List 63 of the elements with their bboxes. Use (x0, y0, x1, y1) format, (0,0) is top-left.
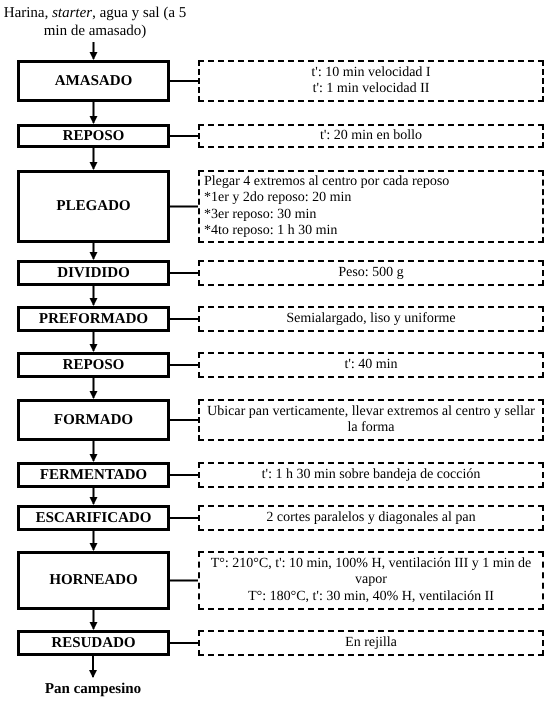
arrow (90, 332, 98, 352)
arrow (89, 656, 97, 678)
detail-box (198, 260, 544, 286)
detail-box (198, 60, 544, 102)
process-box: PLEGADO (17, 170, 170, 243)
connector-line (170, 364, 198, 366)
connector-line (170, 206, 198, 208)
detail-text: t': 20 min en bollo (320, 128, 422, 144)
detail-box (198, 551, 544, 610)
arrow (90, 286, 98, 306)
detail-text: t': 1 min velocidad II (312, 81, 430, 98)
detail-text: Peso: 500 g (338, 264, 404, 282)
arrow (90, 610, 98, 630)
connector-line (170, 419, 198, 421)
process-box: AMASADO (17, 60, 170, 102)
connector-line (170, 474, 198, 476)
detail-text: *1er y 2do reposo: 20 min (204, 190, 352, 206)
arrow (90, 102, 98, 124)
detail-text: T°: 210°C, t': 10 min, 100% H, ventilación III y 1 min de vapor (210, 556, 532, 589)
detail-box (198, 630, 544, 656)
process-box: REPOSO (17, 352, 170, 378)
detail-box (198, 352, 544, 378)
detail-box (198, 306, 544, 332)
connector-line (170, 135, 198, 137)
process-box: FERMENTADO (17, 462, 170, 488)
connector-line (170, 272, 198, 274)
connector-line (170, 642, 198, 644)
arrow (90, 42, 98, 60)
process-box: ESCARIFICADO (17, 505, 170, 531)
arrow (90, 243, 98, 260)
connector-line (170, 517, 198, 519)
process-box: RESUDADO (17, 630, 170, 656)
detail-text: 2 cortes paralelos y diagonales al pan (266, 510, 476, 526)
detail-box (198, 124, 544, 148)
arrow (90, 378, 98, 399)
arrow (90, 531, 98, 551)
detail-text: t': 1 h 30 min sobre bandeja de cocción (262, 466, 480, 484)
process-box: FORMADO (17, 399, 170, 441)
detail-text: T°: 180°C, t': 30 min, 40% H, ventilación II (248, 588, 494, 606)
detail-box (198, 399, 544, 441)
product-text: Pan campesino (10, 678, 176, 700)
detail-text: t': 40 min (344, 356, 398, 374)
arrow (90, 441, 98, 462)
detail-text: t': 10 min velocidad I (311, 64, 431, 81)
detail-text: Plegar 4 extremos al centro por cada reposo (204, 174, 450, 190)
process-box: REPOSO (17, 124, 170, 148)
process-box: DIVIDIDO (17, 260, 170, 286)
arrow (90, 488, 98, 505)
process-box: PREFORMADO (17, 306, 170, 332)
detail-box (198, 462, 544, 488)
detail-text: Ubicar pan verticamente, llevar extremos al centro y sellar la forma (206, 404, 536, 436)
ingredients-text: Harina, starter, agua y sal (a 5 min de amasado) (0, 2, 190, 42)
detail-text: Semialargado, liso y uniforme (286, 310, 456, 328)
detail-text: *4to reposo: 1 h 30 min (204, 223, 338, 240)
detail-box (198, 170, 544, 243)
connector-line (170, 80, 198, 82)
arrow (90, 148, 98, 170)
connector-line (170, 580, 198, 582)
connector-line (170, 318, 198, 320)
detail-text: *3er reposo: 30 min (204, 206, 316, 223)
detail-text: En rejilla (345, 634, 397, 652)
detail-box (198, 505, 544, 531)
process-box: HORNEADO (17, 551, 170, 610)
